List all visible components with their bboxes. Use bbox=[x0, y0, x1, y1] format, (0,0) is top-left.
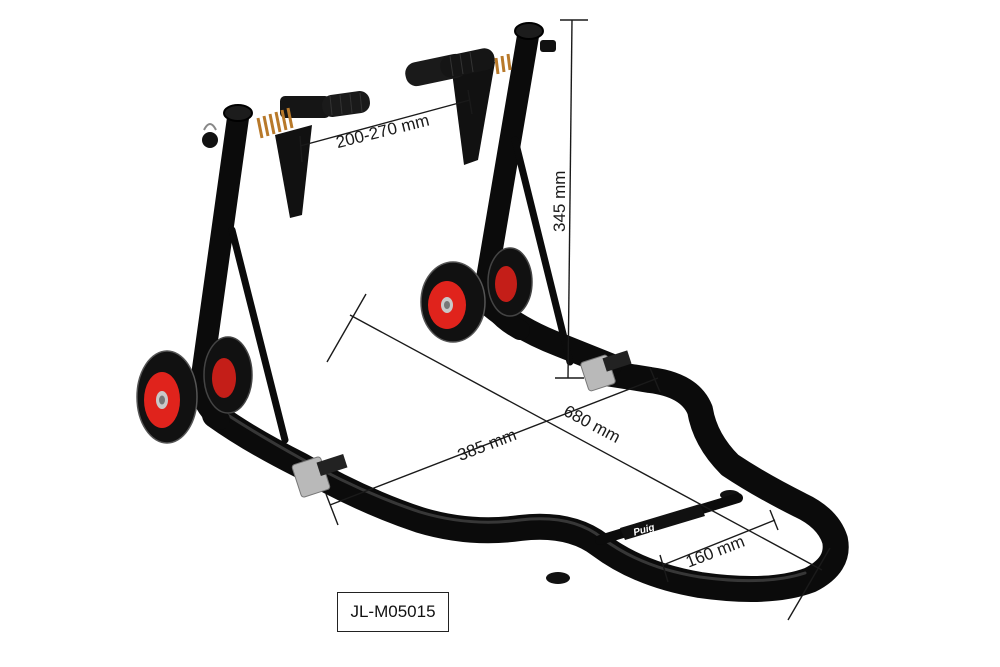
left-spring bbox=[256, 107, 294, 139]
left-knob bbox=[202, 123, 218, 148]
left-pin-support bbox=[275, 91, 371, 218]
wheel-right-outer bbox=[420, 261, 486, 343]
left-upright bbox=[189, 107, 289, 444]
right-spring bbox=[494, 53, 512, 75]
left-upright-cap bbox=[223, 104, 253, 122]
dim-label-crossbar: 160 mm bbox=[683, 532, 747, 572]
right-upright bbox=[474, 25, 574, 366]
wheel-left-outer bbox=[136, 350, 198, 444]
dim-label-length: 680 mm bbox=[560, 401, 623, 447]
foot-pad-rear bbox=[546, 572, 570, 584]
wheel-left-inner bbox=[203, 336, 253, 414]
right-pin-support bbox=[405, 48, 495, 165]
clamp-right bbox=[580, 350, 632, 392]
clamp-left bbox=[291, 454, 348, 498]
model-code-box: JL-M05015 bbox=[337, 592, 449, 632]
dimension-lines bbox=[299, 19, 831, 621]
wheel-right-inner bbox=[487, 247, 533, 317]
dim-label-pin-width: 200-270 mm bbox=[334, 111, 431, 153]
crossbar-plate: Puig bbox=[620, 504, 705, 540]
dim-label-height: 345 mm bbox=[550, 171, 569, 232]
model-code: JL-M05015 bbox=[350, 602, 436, 621]
dim-label-inner-width: 385 mm bbox=[455, 425, 519, 465]
right-pin-end bbox=[540, 40, 556, 52]
right-upright-cap bbox=[514, 22, 544, 40]
